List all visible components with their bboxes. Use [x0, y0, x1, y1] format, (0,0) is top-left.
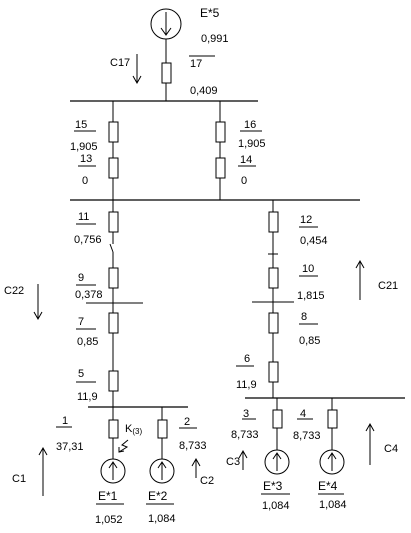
- source-e2: [149, 407, 175, 484]
- current-c17-arrow: [132, 54, 142, 85]
- branch-1-value: 37,31: [56, 441, 84, 453]
- source-e1: [100, 407, 126, 484]
- branch-3-value: 8,733: [231, 429, 259, 441]
- branch-13-value: 0: [82, 175, 88, 187]
- current-c4-label: C4: [384, 443, 398, 455]
- branch-8-num: 8: [301, 311, 307, 323]
- source-e1-name: E*1: [98, 489, 118, 503]
- source-e5-name: E*5: [200, 6, 220, 20]
- current-c1-label: C1: [12, 473, 26, 485]
- branch-3-num: 3: [243, 408, 249, 420]
- branch-5-value: 11,9: [77, 391, 98, 403]
- branch-17-value: 0,409: [190, 85, 218, 97]
- current-c4-arrow: [365, 422, 375, 465]
- source-e4: [319, 398, 345, 475]
- branch-2-value: 8,733: [179, 440, 207, 452]
- branch-15-13: [108, 101, 119, 200]
- branch-10-num: 10: [302, 263, 314, 275]
- branch-9-value: 0,378: [75, 289, 103, 301]
- current-c1-arrow: [38, 446, 48, 496]
- branch-12-value: 0,454: [300, 235, 328, 247]
- branch-7-value: 0,85: [77, 336, 98, 348]
- branch-1-num: 1: [62, 415, 68, 427]
- branch-7-num: 7: [78, 316, 84, 328]
- branch-14-value: 0: [241, 175, 247, 187]
- source-e3-value: 1,084: [262, 500, 290, 512]
- current-c2-label: C2: [200, 475, 214, 487]
- branch-17-num: 17: [190, 58, 202, 70]
- current-c17-label: C17: [110, 57, 130, 69]
- branch-14-num: 14: [240, 154, 252, 166]
- branch-16-num: 16: [244, 119, 256, 131]
- fault-label: K(3): [125, 423, 142, 436]
- fault-marker: [118, 439, 129, 453]
- branch-12-num: 12: [300, 214, 312, 226]
- branch-5-num: 5: [78, 368, 84, 380]
- source-e1-value: 1,052: [95, 514, 123, 526]
- source-e5: [150, 8, 182, 101]
- current-c3-label: C3: [226, 456, 240, 468]
- right-chain: [268, 200, 279, 398]
- source-e2-name: E*2: [148, 489, 168, 503]
- branch-15-num: 15: [75, 119, 87, 131]
- left-chain: [108, 200, 119, 407]
- branch-6-num: 6: [244, 353, 250, 365]
- source-e4-name: E*4: [318, 479, 338, 493]
- branch-4-value: 8,733: [293, 430, 321, 442]
- branch-16-14: [215, 101, 226, 200]
- branch-2-num: 2: [184, 416, 190, 428]
- current-c3-arrow: [238, 449, 248, 470]
- source-e5-value: 0,991: [201, 33, 229, 45]
- branch-16-value: 1,905: [238, 138, 266, 150]
- branch-11-num: 11: [78, 211, 89, 223]
- current-c22-arrow: [33, 284, 43, 321]
- source-e2-value: 1,084: [148, 513, 176, 525]
- current-c21-arrow: [355, 259, 365, 300]
- branch-6-value: 11,9: [236, 379, 257, 391]
- branch-9-num: 9: [78, 272, 84, 284]
- branch-15-value: 1,905: [70, 141, 98, 153]
- source-e3: [264, 398, 290, 475]
- branch-8-value: 0,85: [299, 335, 320, 347]
- source-e4-value: 1,084: [319, 499, 347, 511]
- source-e3-name: E*3: [263, 479, 283, 493]
- branch-11-value: 0,756: [74, 234, 102, 246]
- branch-4-num: 4: [300, 408, 306, 420]
- branch-10-value: 1,815: [297, 290, 325, 302]
- current-c2-arrow: [191, 457, 201, 478]
- branch-13-num: 13: [80, 153, 92, 165]
- current-c21-label: C21: [378, 280, 398, 292]
- current-c22-label: C22: [4, 285, 24, 297]
